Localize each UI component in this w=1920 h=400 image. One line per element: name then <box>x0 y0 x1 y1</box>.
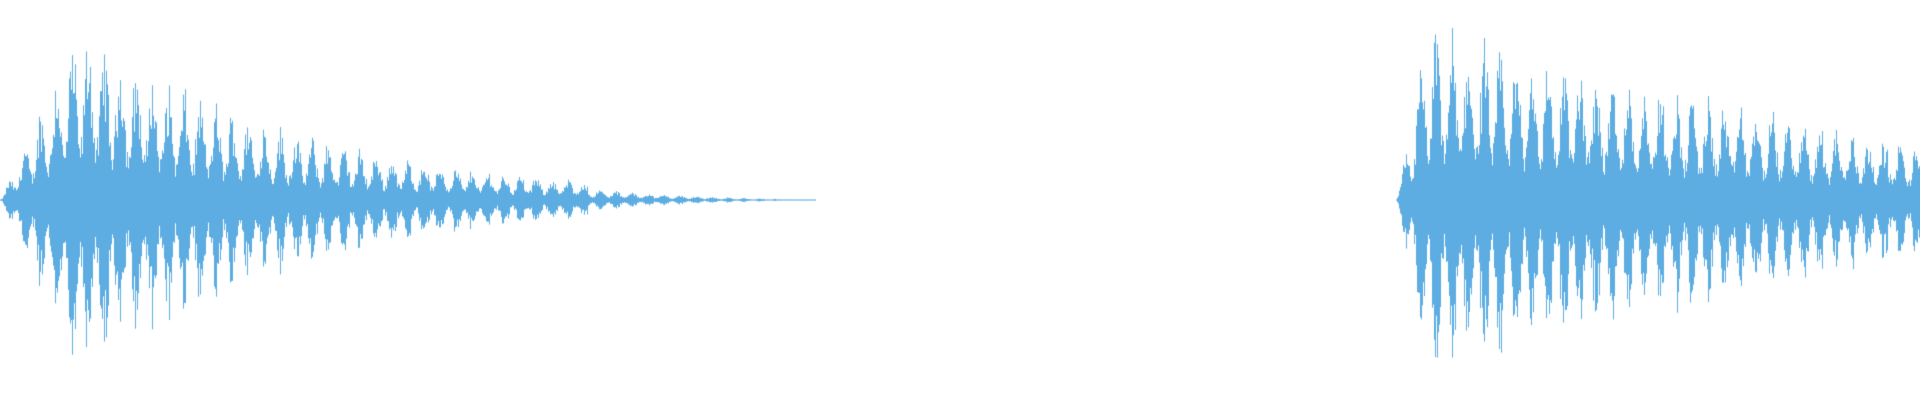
audio-waveform-view[interactable] <box>0 0 1920 400</box>
waveform-canvas[interactable] <box>0 0 1920 400</box>
